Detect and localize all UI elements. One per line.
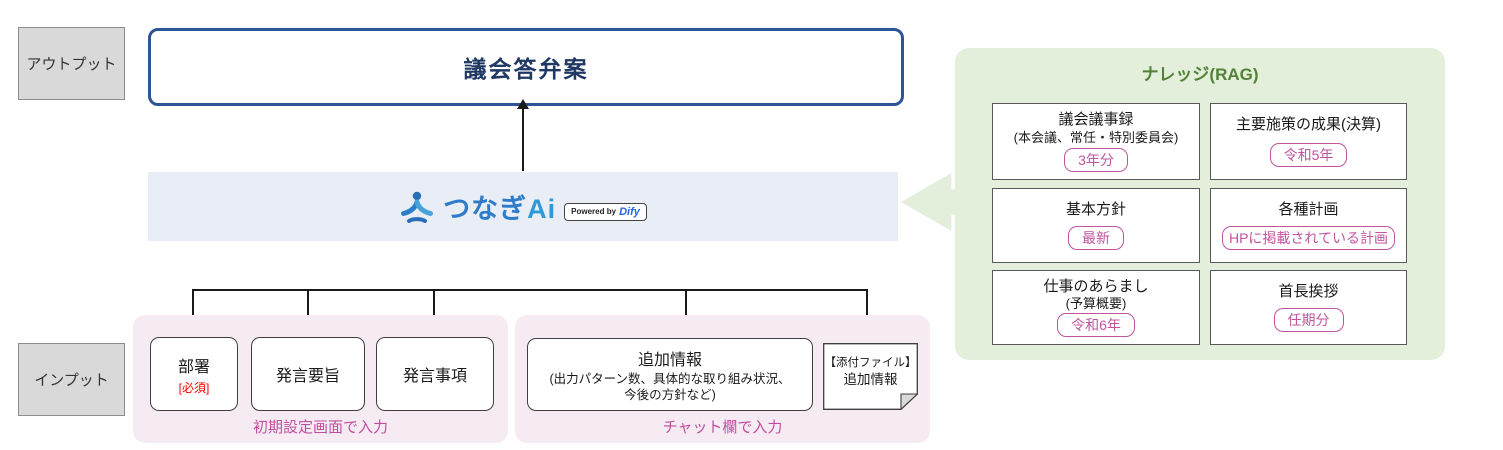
brand-logo-text: つなぎAi [443, 187, 556, 226]
work-outline-badge: 令和6年 [1057, 313, 1135, 338]
brand-main: つなぎ [443, 194, 528, 224]
greeting-title: 首長挨拶 [1278, 282, 1339, 300]
drop-line-4 [685, 289, 687, 338]
output-section-label: アウトプット [18, 27, 125, 100]
work-outline-title: 仕事のあらまし [1043, 277, 1149, 295]
policy-badge: 最新 [1068, 226, 1124, 251]
minutes-title: 議会議事録 [1058, 111, 1134, 129]
up-arrowhead-icon [517, 99, 529, 109]
greeting-badge: 任期分 [1273, 308, 1344, 333]
results-badge: 令和5年 [1269, 142, 1348, 167]
powered-by-text: Powered by [571, 207, 617, 216]
initial-input-group: 部署 [必須] 発言要旨 発言事項 初期設定画面で入力 [133, 315, 508, 443]
knowledge-item-results: 主要施策の成果(決算) 令和5年 [1210, 103, 1407, 180]
drop-line-3 [433, 289, 435, 337]
knowledge-item-minutes: 議会議事録 (本会議、常任・特別委員会) 3年分 [992, 103, 1200, 180]
engine-panel: つなぎAi Powered by Dify [148, 172, 898, 241]
department-title: 部署 [177, 358, 210, 376]
drop-line-1 [192, 289, 194, 337]
knowledge-item-greeting: 首長挨拶 任期分 [1210, 270, 1407, 345]
brand-suffix: Ai [527, 194, 557, 224]
additional-info-title: 追加情報 [637, 351, 702, 369]
statement-items-title: 発言事項 [402, 368, 467, 385]
knowledge-panel: ナレッジ(RAG) 議会議事録 (本会議、常任・特別委員会) 3年分 主要施策の… [955, 48, 1445, 360]
input-box-additional-info: 追加情報 (出力パターン数、具体的な取り組み状況、 今後の方針など) [527, 338, 813, 411]
powered-by-badge: Powered by Dify [564, 202, 647, 221]
knowledge-item-plans: 各種計画 HPに掲載されている計画 [1210, 188, 1407, 263]
policy-title: 基本方針 [1065, 200, 1126, 218]
statement-gist-title: 発言要旨 [275, 368, 340, 385]
work-outline-subtitle: (予算概要) [1065, 296, 1127, 312]
chat-input-group: 追加情報 (出力パターン数、具体的な取り組み状況、 今後の方針など) 【添付ファ… [515, 315, 930, 443]
plans-title: 各種計画 [1278, 200, 1339, 218]
attachment-file-text: 【添付ファイル】 追加情報 [823, 343, 918, 401]
chat-input-caption: チャット欄で入力 [662, 419, 783, 436]
attachment-line1: 【添付ファイル】 [824, 356, 917, 369]
input-label-text: インプット [34, 372, 109, 389]
file-shape-icon [823, 343, 918, 410]
knowledge-item-work-outline: 仕事のあらまし (予算概要) 令和6年 [992, 270, 1200, 345]
input-bus-line [192, 289, 867, 291]
plans-badge: HPに掲載されている計画 [1221, 226, 1396, 251]
result-title: 議会答弁案 [463, 56, 589, 82]
required-tag: [必須] [178, 380, 210, 395]
engine-to-result-line [522, 107, 524, 171]
output-label-text: アウトプット [26, 56, 117, 73]
input-section-label: インプット [18, 343, 125, 416]
results-title: 主要施策の成果(決算) [1236, 116, 1381, 134]
knowledge-item-policy: 基本方針 最新 [992, 188, 1200, 263]
person-icon [401, 191, 434, 223]
input-box-statement-items: 発言事項 [376, 337, 494, 411]
knowledge-arrow-icon [901, 173, 957, 231]
additional-info-desc-line1: (出力パターン数、具体的な取り組み状況、 [549, 371, 791, 386]
minutes-subtitle: (本会議、常任・特別委員会) [1013, 129, 1179, 145]
input-box-department: 部署 [必須] [150, 337, 238, 411]
additional-info-desc-line2: 今後の方針など) [624, 387, 716, 402]
minutes-badge: 3年分 [1064, 147, 1128, 172]
input-box-statement-gist: 発言要旨 [251, 337, 365, 411]
attachment-file-box: 【添付ファイル】 追加情報 [823, 343, 918, 410]
drop-line-2 [307, 289, 309, 337]
initial-input-caption: 初期設定画面で入力 [252, 419, 388, 436]
dify-logo-text: Dify [619, 205, 640, 218]
knowledge-title: ナレッジ(RAG) [1141, 65, 1259, 84]
result-box: 議会答弁案 [148, 28, 904, 106]
attachment-line2: 追加情報 [843, 371, 898, 387]
